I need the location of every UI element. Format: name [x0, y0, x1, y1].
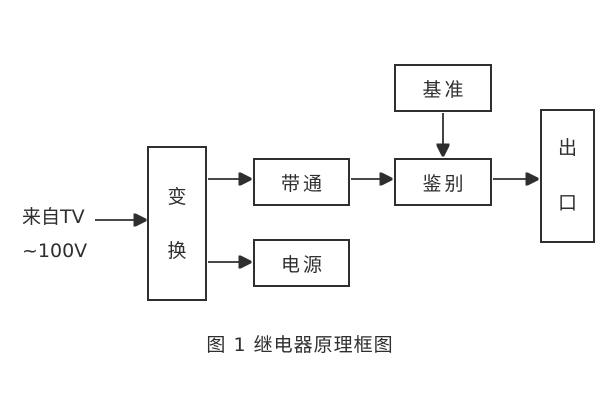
block-bandpass: 带通	[253, 158, 350, 206]
block-discriminator-label: 鉴别	[422, 172, 467, 195]
figure-caption: 图 1 继电器原理框图	[206, 334, 394, 356]
block-power: 电源	[253, 239, 350, 287]
block-power-label: 电源	[280, 253, 325, 276]
block-bandpass-label: 带通	[280, 172, 325, 195]
block-reference-label: 基准	[422, 78, 467, 101]
source-label-line1: 来自TV	[22, 206, 85, 228]
block-transform-label: 变换	[167, 185, 187, 262]
block-output: 出口	[540, 109, 595, 243]
block-output-label: 出口	[557, 137, 577, 214]
block-transform: 变换	[147, 146, 207, 301]
source-label-line2: ~100V	[22, 240, 88, 262]
source-label: 来自TV ~100V	[22, 200, 87, 268]
block-discriminator: 鉴别	[394, 158, 492, 206]
block-reference: 基准	[394, 64, 492, 112]
